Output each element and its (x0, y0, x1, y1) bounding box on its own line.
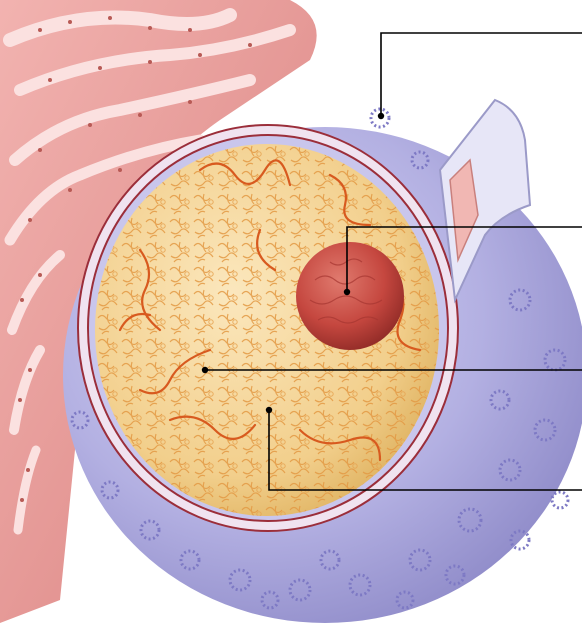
leader-dot-nucleoplasm (266, 407, 272, 413)
leader-line-nuclear-envelope (381, 33, 582, 116)
leader-dot-nucleolus (344, 289, 350, 295)
leader-dot-chromatin (202, 367, 208, 373)
leader-dot-nuclear-envelope (378, 113, 384, 119)
